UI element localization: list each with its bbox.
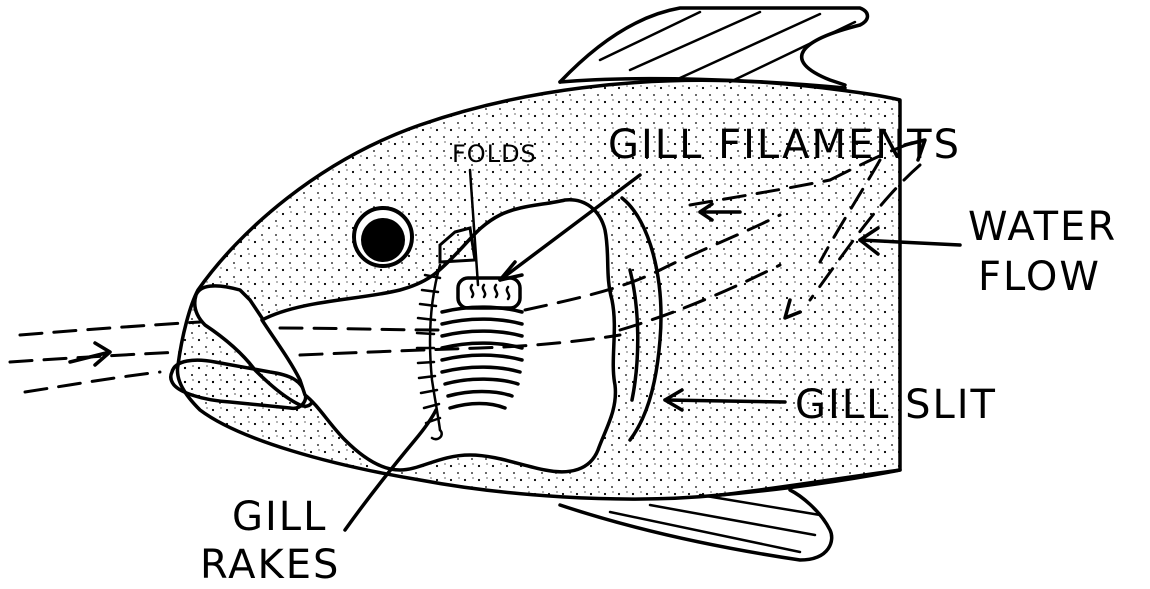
inflow-arrow-icon [70, 343, 110, 365]
label-gill-rakes-line2: RAKES [200, 542, 340, 584]
label-water-flow-line1: WATER [968, 204, 1117, 250]
label-gill-slit: GILL SLIT [795, 382, 997, 428]
label-water-flow-line2: FLOW [978, 254, 1101, 300]
label-gill-rakes-line1: GILL [232, 494, 327, 540]
eye-icon [354, 208, 412, 266]
gill-slit-leader [665, 400, 785, 402]
dorsal-fin [560, 8, 868, 85]
label-gill-filaments: GILL FILAMENTS [608, 122, 961, 168]
ventral-fin [560, 490, 832, 560]
label-folds: FOLDS [452, 140, 537, 168]
